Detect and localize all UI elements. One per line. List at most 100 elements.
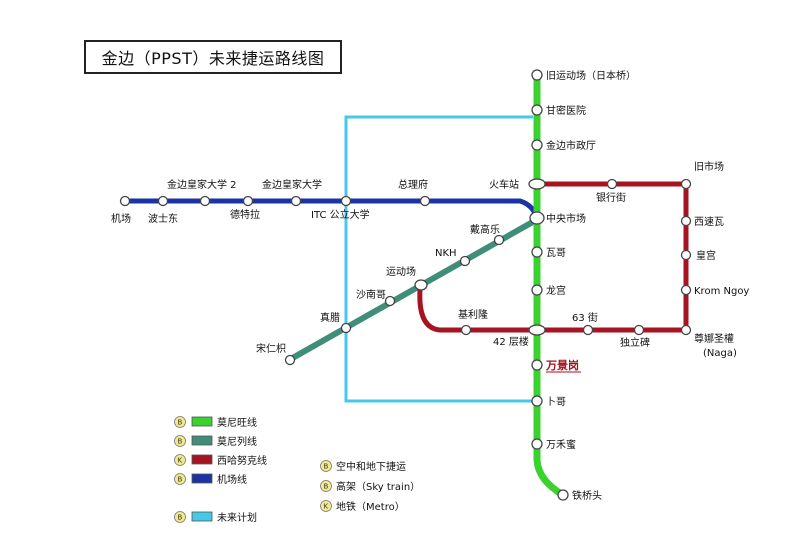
station-royal-univ-2[interactable] <box>199 195 211 207</box>
legend-future: B 未来计划 <box>174 511 257 524</box>
station-itc[interactable] <box>340 195 352 207</box>
label-city-hall: 金边市政厅 <box>546 139 596 152</box>
station-shanan[interactable] <box>384 295 396 307</box>
legend-badge-icon <box>174 511 186 523</box>
legend-type-label-2: 高架（Sky train） <box>336 480 420 493</box>
station-gammi-hospital[interactable] <box>531 104 543 116</box>
legend-type-1: B 空中和地下捷运 <box>320 460 406 473</box>
svg-text:K: K <box>178 457 183 465</box>
svg-text:B: B <box>178 514 183 522</box>
station-stadium[interactable] <box>414 279 428 291</box>
station-independence[interactable] <box>633 324 645 336</box>
station-central-market[interactable] <box>529 211 545 225</box>
legend-badge-icon <box>174 416 186 428</box>
station-42[interactable] <box>528 324 546 336</box>
station-nkh[interactable] <box>459 255 471 267</box>
station-jilitang[interactable] <box>460 324 472 336</box>
station-train-station[interactable] <box>528 178 546 190</box>
label-detela: 德特拉 <box>230 208 260 221</box>
label-zhenpu: 真腊 <box>320 311 340 324</box>
station-boshidong[interactable] <box>157 195 169 207</box>
legend-label-4: 机场线 <box>217 473 247 486</box>
label-independence: 独立碑 <box>620 336 650 349</box>
station-naga[interactable] <box>680 324 692 336</box>
label-tieqiaotou: 铁桥头 <box>572 489 602 502</box>
label-old-market: 旧市场 <box>694 160 724 173</box>
svg-text:B: B <box>178 476 183 484</box>
station-royal-univ[interactable] <box>290 195 302 207</box>
legend-badge-icon <box>174 435 186 447</box>
label-boshidong: 波士东 <box>148 212 178 225</box>
station-bank-street[interactable] <box>606 178 618 190</box>
station-zhenpu[interactable] <box>340 322 352 334</box>
label-daigaole: 戴高乐 <box>470 223 500 236</box>
svg-text:B: B <box>178 438 183 446</box>
label-bank-street: 银行街 <box>596 191 626 204</box>
station-wanjinggang[interactable] <box>531 359 543 371</box>
label-zonglifu: 总理府 <box>398 178 428 191</box>
label-naga-2: (Naga) <box>703 348 737 359</box>
legend-badge-icon <box>320 460 332 472</box>
legend-label-1: 莫尼旺线 <box>217 416 257 429</box>
station-longgong[interactable] <box>531 284 543 296</box>
label-royal-univ-2: 金边皇家大学 2 <box>167 178 237 191</box>
station-city-hall[interactable] <box>531 139 543 151</box>
label-longgong: 龙宫 <box>546 284 566 297</box>
legend-type-2: B 高架（Sky train） <box>320 480 420 493</box>
label-imperial-palace: 皇宫 <box>696 249 716 262</box>
label-central-market: 中央市场 <box>546 212 586 225</box>
station-airport[interactable] <box>119 195 131 207</box>
label-gammi-hospital: 甘密医院 <box>546 104 586 117</box>
station-wage[interactable] <box>531 246 543 258</box>
station-xisuwa[interactable] <box>680 215 692 227</box>
station-detela[interactable] <box>242 195 254 207</box>
label-wage: 瓦哥 <box>546 247 566 259</box>
svg-text:B: B <box>178 419 183 427</box>
svg-text:B: B <box>324 463 329 471</box>
map-title: 金边（PPST）未来捷运路线图 <box>84 40 342 74</box>
label-songren: 宋仁枳 <box>256 342 286 355</box>
station-old-stadium[interactable] <box>531 69 543 81</box>
label-wanhemi: 万禾蜜 <box>546 438 576 451</box>
legend: B 莫尼旺线 B 莫尼列线 K 西哈努克线 B 机场线 B 未来计划 <box>174 416 420 524</box>
station-63[interactable] <box>582 324 594 336</box>
label-wanjinggang: 万景岗 <box>545 358 579 372</box>
station-zonglifu[interactable] <box>419 195 431 207</box>
label-63: 63 街 <box>572 311 598 324</box>
svg-text:K: K <box>324 503 329 511</box>
station-wanhemi[interactable] <box>531 438 543 450</box>
legend-badge-icon <box>320 500 332 512</box>
station-songren[interactable] <box>284 354 296 366</box>
station-tieqiaotou[interactable] <box>557 489 569 501</box>
legend-type-label-3: 地铁（Metro） <box>336 500 405 513</box>
station-krom-ngoy[interactable] <box>680 284 692 296</box>
monivong-green-line <box>533 71 567 499</box>
legend-line-2: B 莫尼列线 <box>174 435 257 448</box>
label-jilitang: 基利隆 <box>458 308 488 321</box>
legend-line-1: B 莫尼旺线 <box>174 416 257 429</box>
station-imperial-palace[interactable] <box>680 249 692 261</box>
label-xisuwa: 西速瓦 <box>694 216 724 228</box>
label-train-station: 火车站 <box>489 178 519 191</box>
legend-badge-icon <box>174 454 186 466</box>
label-nkh: NKH <box>435 248 457 259</box>
future-plan-line <box>344 115 533 403</box>
label-naga-1: 尊娜圣權 <box>694 332 734 345</box>
label-airport: 机场 <box>111 212 131 225</box>
label-stadium: 运动场 <box>386 265 416 278</box>
svg-text:B: B <box>324 483 329 491</box>
label-royal-univ: 金边皇家大学 <box>262 178 322 191</box>
legend-label-2: 莫尼列线 <box>217 435 257 448</box>
legend-label-3: 西哈努克线 <box>217 454 267 467</box>
legend-line-3: K 西哈努克线 <box>174 454 267 467</box>
legend-line-4: B 机场线 <box>174 473 247 486</box>
station-old-market[interactable] <box>680 178 692 190</box>
label-krom-ngoy: Krom Ngoy <box>694 286 749 297</box>
legend-type-3: K 地铁（Metro） <box>320 500 405 513</box>
station-buge[interactable] <box>531 395 543 407</box>
station-daigaole[interactable] <box>493 234 505 246</box>
legend-label-future: 未来计划 <box>217 511 257 524</box>
label-42: 42 层楼 <box>493 335 529 348</box>
label-shanan: 沙南哥 <box>356 288 386 301</box>
legend-badge-icon <box>174 473 186 485</box>
